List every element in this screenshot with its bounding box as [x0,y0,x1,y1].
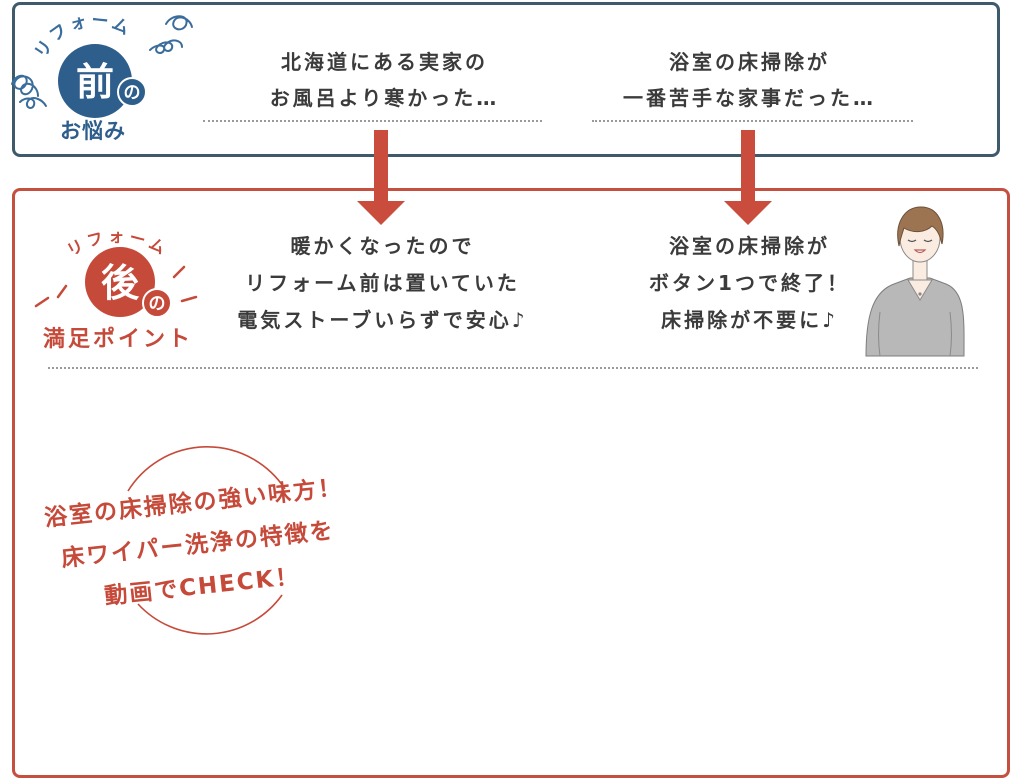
item-line: 浴室の床掃除が [669,234,830,258]
necklace [918,292,922,296]
badge-particle: の [149,294,166,314]
after-badge: リフォーム 後 の 満足ポイント [34,227,198,352]
arm-line [878,311,881,357]
dotted-divider [48,367,978,369]
before-item-heating: 北海道にある実家の お風呂より寒かった… [213,44,553,116]
smile [913,249,927,254]
badge-caption: お悩み [60,119,126,143]
arm-line [949,311,952,357]
item-line: 北海道にある実家の [281,50,488,74]
item-line: リフォーム前は置いていた [245,271,520,295]
ring-arc [127,446,286,492]
hair [897,206,944,247]
item-line: 浴室の床掃除が [669,50,830,74]
item-line: 床掃除が不要に♪ [661,308,838,332]
callout-ring [127,446,286,635]
badge-particle-circle [142,288,172,318]
swirl-icon [11,74,47,109]
swirl-icon [149,15,193,54]
item-line: 電気ストーブいらずで安心♪ [237,308,528,332]
ring-arc [137,594,283,635]
after-panel-frame [12,188,1010,778]
item-line: 暖かくなったので [290,234,475,258]
neckline [907,279,933,301]
sweater [865,277,965,357]
badge-particle-circle [117,77,147,107]
item-line: お風呂より寒かった… [269,86,500,110]
dotted-divider [592,120,913,122]
badge-circle [58,44,132,118]
before-item-floor-cleaning: 浴室の床掃除が 一番苦手な家事だった… [578,44,918,116]
burst-lines-icon [34,265,198,308]
badge-main-char: 前 [76,60,114,104]
closed-eye [923,239,933,243]
closed-eye [907,239,917,243]
badge-caption: 満足ポイント [43,326,193,352]
after-item-heating: 暖かくなったので リフォーム前は置いていた 電気ストーブいらずで安心♪ [211,228,551,339]
before-badge: リフォーム 前 の お悩み [11,10,193,143]
dotted-divider [203,120,542,122]
item-line: 一番苦手な家事だった… [623,86,876,110]
badge-main-char: 後 [101,261,140,305]
after-item-floor-cleaning: 浴室の床掃除が ボタン1つで終了！ 床掃除が不要に♪ [578,228,918,339]
badge-circle [85,247,155,317]
smiling-woman-illustration [865,206,965,357]
badge-particle: の [124,83,141,103]
item-line: ボタン1つで終了！ [649,271,850,295]
